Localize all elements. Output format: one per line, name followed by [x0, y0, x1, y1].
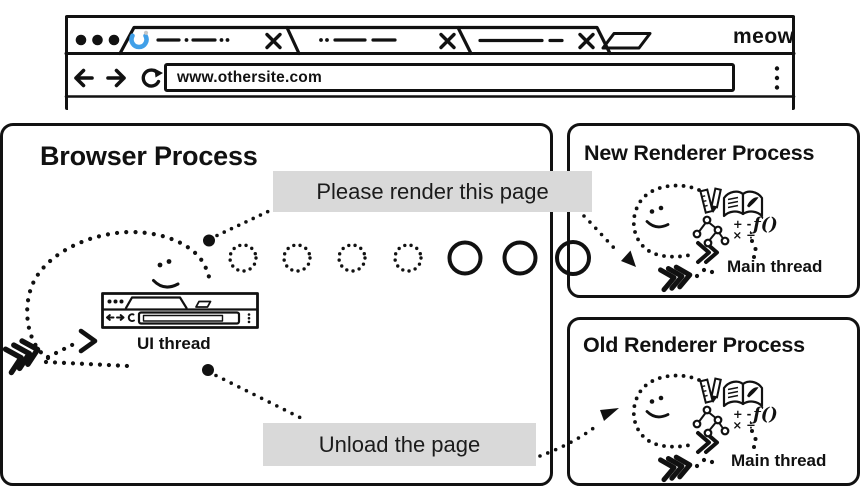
- ui-thread-label: UI thread: [137, 334, 211, 353]
- message-render-label: Please render this page: [273, 171, 592, 212]
- browser-process-title: Browser Process: [40, 141, 258, 171]
- main-thread-label-new: Main thread: [727, 257, 823, 276]
- old-renderer-title: Old Renderer Process: [583, 333, 805, 357]
- message-unload-label: Unload the page: [263, 423, 536, 466]
- main-thread-label-old: Main thread: [731, 451, 827, 470]
- brand-text: meow: [733, 25, 795, 48]
- new-renderer-title: New Renderer Process: [584, 141, 815, 165]
- url-text: www.othersite.com: [177, 69, 322, 86]
- url-input: www.othersite.com: [164, 63, 735, 92]
